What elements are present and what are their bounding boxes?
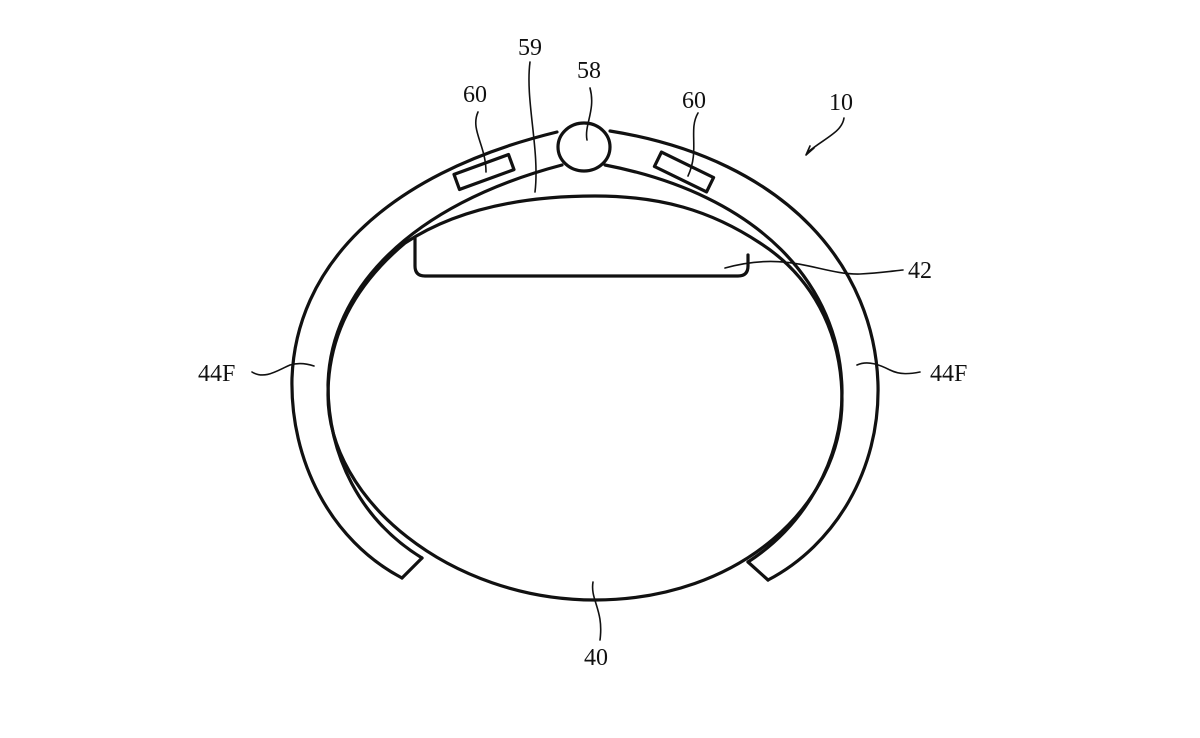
- button-58: [556, 121, 612, 173]
- band-end-right: [746, 560, 770, 582]
- label-band-right: 44F: [930, 361, 967, 387]
- label-button: 58: [577, 58, 601, 84]
- band-end-left: [400, 556, 424, 580]
- label-sensor-left: 60: [463, 82, 487, 108]
- sensor-left: [452, 152, 516, 192]
- label-sensor-right: 60: [682, 88, 706, 114]
- label-wrist: 40: [584, 645, 608, 671]
- sensor-right: [652, 150, 716, 194]
- band-outer: [290, 129, 880, 582]
- leader-lines: [251, 61, 921, 641]
- label-band-left: 44F: [198, 361, 235, 387]
- wrist-outline: [326, 194, 844, 602]
- band-inner: [326, 163, 844, 564]
- label-channel: 59: [518, 35, 542, 61]
- label-display: 42: [908, 258, 932, 284]
- label-device: 10: [829, 90, 853, 116]
- display-module: [413, 236, 750, 278]
